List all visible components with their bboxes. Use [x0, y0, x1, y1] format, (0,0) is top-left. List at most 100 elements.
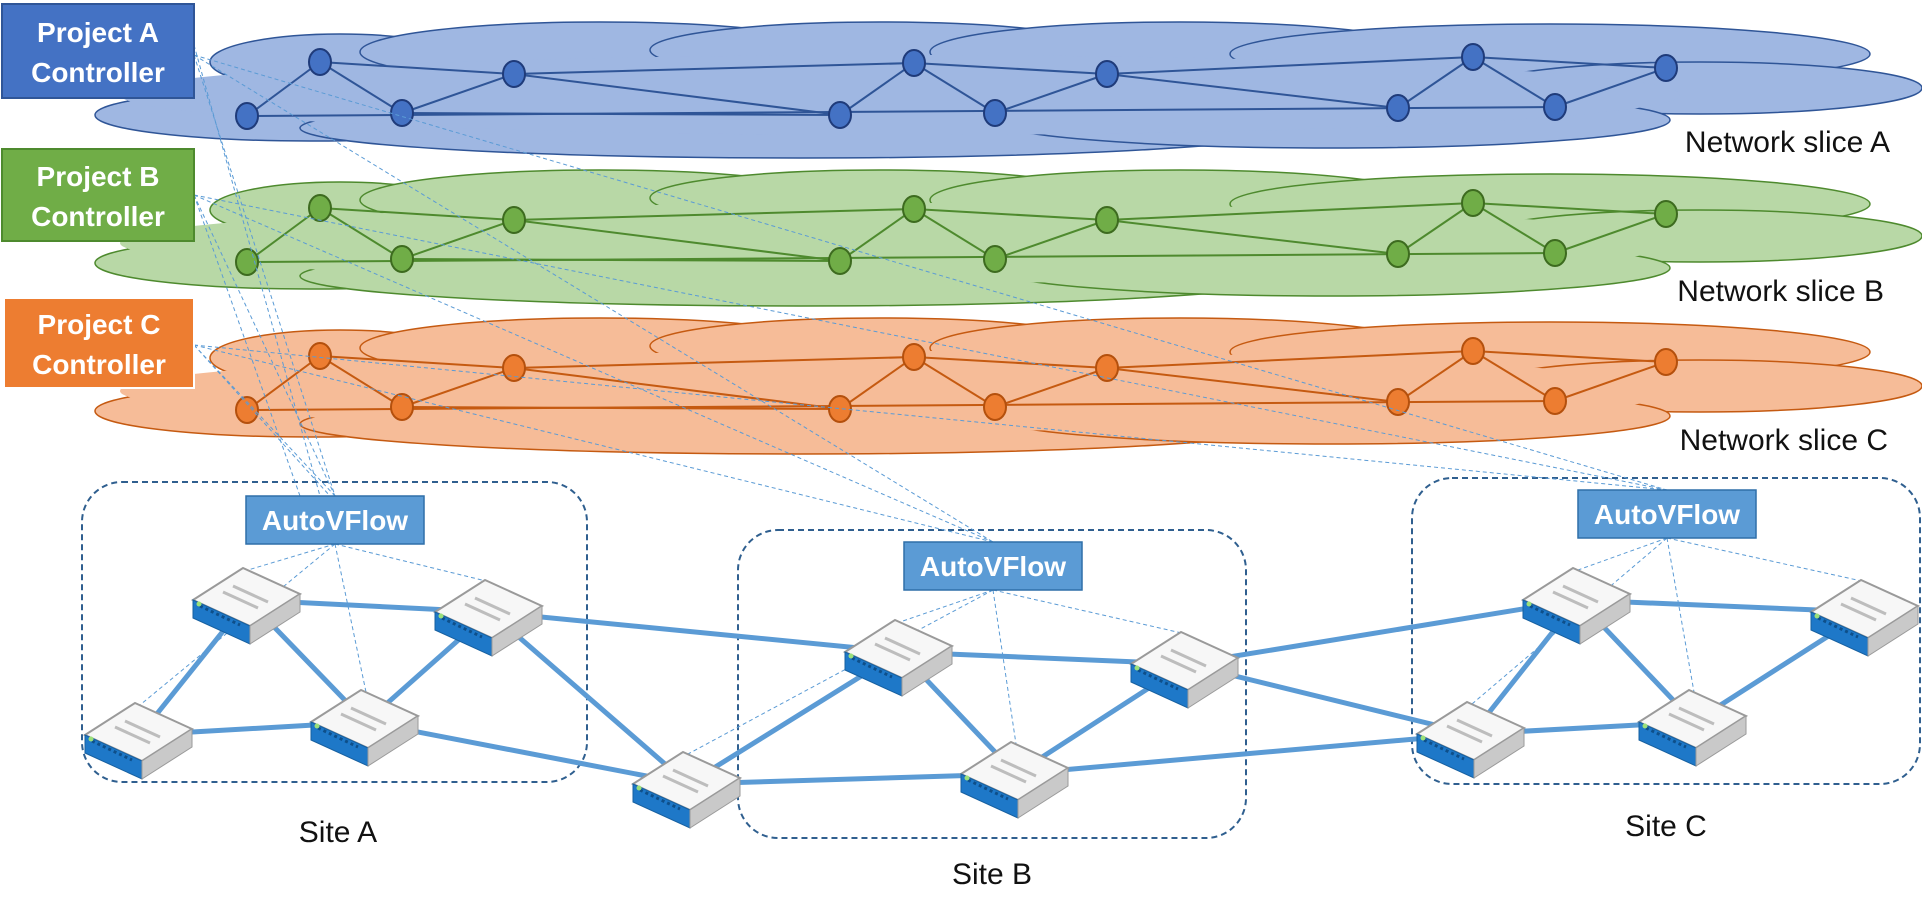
slice-a-virtual-node[interactable] [308, 48, 332, 76]
controller-a-line2: Controller [31, 57, 165, 88]
slice-b-virtual-link [1472, 202, 1556, 254]
slice-a-virtual-node[interactable] [902, 49, 926, 77]
slice-c-virtual-node[interactable] [828, 395, 852, 423]
slice-c-virtual-node[interactable] [308, 342, 332, 370]
slice-a-virtual-node[interactable] [502, 60, 526, 88]
slice-c-virtual-node[interactable] [902, 343, 926, 371]
network-switch-icon[interactable] [1129, 630, 1240, 710]
slice-c-virtual-node[interactable] [983, 393, 1007, 421]
slice-b-virtual-link [994, 219, 1108, 260]
slice-a-virtual-link [513, 73, 841, 116]
slice-a-virtual-node[interactable] [390, 99, 414, 127]
network-switch-icon[interactable] [843, 618, 954, 698]
control-link [193, 44, 321, 497]
project-c-controller[interactable]: Project C Controller [3, 297, 195, 389]
slice-a-virtual-link [319, 61, 515, 75]
slice-a-virtual-node[interactable] [983, 99, 1007, 127]
project-b-controller[interactable]: Project B Controller [1, 148, 195, 242]
slice-a-virtual-link [913, 62, 1108, 75]
slice-a-virtual-node[interactable] [1461, 43, 1485, 71]
site-b-autovflow[interactable]: AutoVFlow [903, 541, 1083, 591]
site-a-autovflow-label: AutoVFlow [262, 505, 408, 536]
control-link [687, 589, 994, 755]
slice-c-virtual-link [319, 355, 403, 408]
slice-c-virtual-node[interactable] [502, 354, 526, 382]
slice-c-virtual-node[interactable] [235, 396, 259, 424]
control-link [193, 344, 1668, 491]
slice-b-virtual-link [513, 219, 841, 262]
slice-a-virtual-link [401, 73, 515, 114]
network-switch-icon[interactable] [191, 566, 302, 646]
slice-a-virtual-link [839, 62, 915, 116]
slice-c-virtual-node[interactable] [390, 393, 414, 421]
slice-a-virtual-link [401, 112, 841, 116]
control-link [193, 54, 994, 543]
slice-a-cloud [94, 21, 1922, 159]
controller-a-line1: Project A [37, 17, 159, 48]
network-switch-icon[interactable] [1809, 578, 1920, 658]
slice-c-virtual-link [839, 356, 915, 410]
slice-a-virtual-link [1106, 56, 1474, 75]
slice-b-virtual-link [913, 208, 1108, 221]
control-link [193, 194, 994, 543]
slice-a-virtual-link [1554, 67, 1667, 108]
slice-b-virtual-link [1106, 202, 1474, 221]
slice-c-virtual-link [913, 356, 1108, 369]
slice-b-virtual-link [1397, 202, 1474, 255]
slice-a-virtual-link [319, 61, 403, 114]
slice-c-virtual-link [513, 356, 915, 369]
slice-a-virtual-node[interactable] [235, 102, 259, 130]
slice-b-virtual-node[interactable] [1543, 239, 1567, 267]
slice-c-virtual-node[interactable] [1095, 354, 1119, 382]
control-link [1666, 537, 1695, 693]
slice-b-virtual-link [319, 207, 515, 221]
slice-b-virtual-node[interactable] [1095, 206, 1119, 234]
slice-a-virtual-link [513, 62, 915, 75]
slice-b-virtual-link [913, 208, 996, 260]
physical-link [1015, 731, 1473, 777]
slice-c-graph [235, 337, 1678, 424]
slice-c-virtual-link [1554, 361, 1667, 402]
site-c-autovflow[interactable]: AutoVFlow [1577, 489, 1757, 539]
network-switch-icon[interactable] [1415, 700, 1526, 780]
project-a-controller[interactable]: Project A Controller [1, 3, 195, 99]
network-switch-icon[interactable] [309, 688, 420, 768]
slice-c-virtual-node[interactable] [1543, 387, 1567, 415]
site-a-autovflow[interactable]: AutoVFlow [245, 495, 425, 545]
slice-c-virtual-link [246, 355, 321, 411]
network-switch-icon[interactable] [1521, 566, 1632, 646]
slice-a-virtual-node[interactable] [828, 101, 852, 129]
slice-c-virtual-node[interactable] [1654, 348, 1678, 376]
slice-a-virtual-link [246, 106, 1556, 117]
slice-b-virtual-node[interactable] [308, 194, 332, 222]
slice-c-virtual-link [1472, 350, 1556, 402]
slice-c-virtual-link [1397, 350, 1474, 403]
control-link [1577, 537, 1668, 571]
slice-b-virtual-link [513, 208, 915, 221]
slice-a-virtual-node[interactable] [1543, 93, 1567, 121]
slice-b-virtual-node[interactable] [390, 245, 414, 273]
slice-b-virtual-node[interactable] [902, 195, 926, 223]
slice-a-virtual-link [1106, 73, 1399, 109]
slice-b-virtual-node[interactable] [983, 245, 1007, 273]
physical-link [1185, 597, 1579, 667]
slice-b-virtual-node[interactable] [828, 247, 852, 275]
slice-b-virtual-node[interactable] [502, 206, 526, 234]
controller-b-line1: Project B [37, 161, 160, 192]
control-link [247, 543, 336, 571]
physical-link [365, 719, 689, 787]
slice-b-virtual-node[interactable] [1461, 189, 1485, 217]
control-link [193, 344, 331, 497]
physical-link [488, 610, 690, 786]
slice-a-virtual-node[interactable] [1386, 94, 1410, 122]
slice-c-virtual-node[interactable] [1461, 337, 1485, 365]
slice-c-virtual-node[interactable] [1386, 388, 1410, 416]
slice-c-virtual-link [401, 406, 841, 410]
slice-a-virtual-node[interactable] [1095, 60, 1119, 88]
slice-b-virtual-node[interactable] [1386, 240, 1410, 268]
slice-c-virtual-link [1472, 350, 1667, 363]
slice-a-virtual-node[interactable] [1654, 54, 1678, 82]
network-switch-icon[interactable] [83, 701, 194, 781]
slice-b-virtual-node[interactable] [1654, 200, 1678, 228]
